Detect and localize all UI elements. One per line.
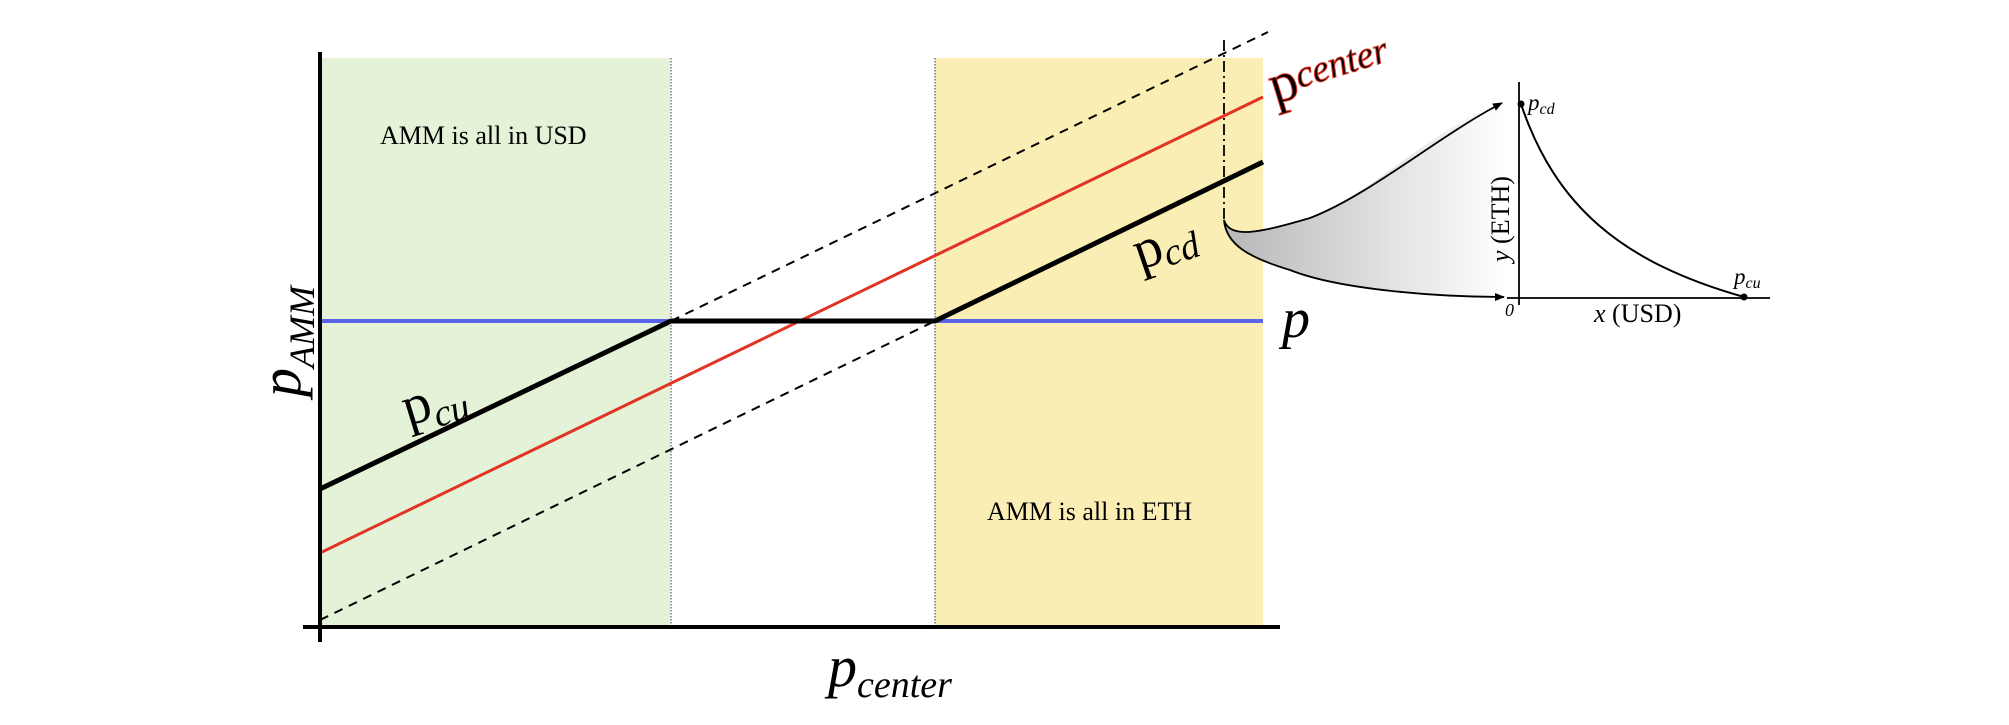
zoom-arrow-top xyxy=(1223,102,1503,233)
p-center-line xyxy=(319,95,1264,555)
x-axis-label: pcenter xyxy=(824,634,952,706)
inset-point-top xyxy=(1517,100,1525,108)
inset-point-bottom xyxy=(1740,293,1748,301)
p-line-label: p xyxy=(1278,288,1310,350)
eth-region xyxy=(935,58,1263,625)
inset-y-label: y (ETH) xyxy=(1486,176,1515,265)
eth-region-label: AMM is all in ETH xyxy=(987,497,1192,526)
zoom-funnel xyxy=(1224,103,1505,297)
inset-x-label: x (USD) xyxy=(1593,299,1681,328)
inset-top-point-label: pcd xyxy=(1526,90,1556,118)
upper-dashed-line xyxy=(670,31,1269,322)
inset-curve xyxy=(1520,103,1745,298)
zoom-arrow-bottom xyxy=(1223,219,1505,301)
inset-origin-label: 0 xyxy=(1505,300,1514,320)
usd-region xyxy=(320,58,670,625)
y-axis-label: pAMM xyxy=(248,284,322,401)
lower-dashed-line xyxy=(319,320,936,621)
p-amm-line xyxy=(318,159,1265,492)
p-center-line-label: pcenter xyxy=(1261,21,1397,116)
usd-region-label: AMM is all in USD xyxy=(380,121,587,150)
inset-bottom-point-label: pcu xyxy=(1732,264,1761,292)
